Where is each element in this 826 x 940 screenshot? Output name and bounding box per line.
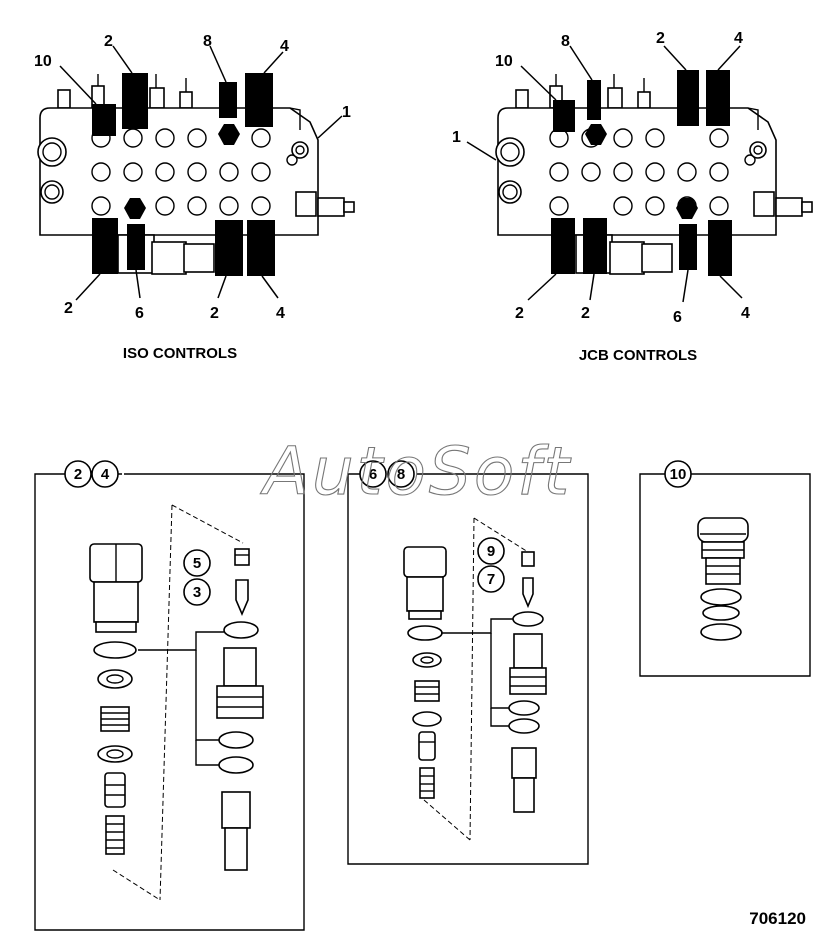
- panel-b-circle-8: [387, 460, 415, 488]
- panel-a-label-3: 3: [193, 584, 201, 601]
- jcb-callout-8: 8: [561, 33, 570, 50]
- jcb-controls-caption: JCB CONTROLS: [579, 347, 697, 364]
- iso-callout-2-bottom-left: 2: [64, 300, 73, 317]
- panel-a-label-4: 4: [101, 466, 110, 483]
- panel-b-label-6: 6: [369, 466, 377, 483]
- panel-c-label-10: 10: [670, 466, 687, 483]
- panel-a-label-2: 2: [74, 466, 82, 483]
- iso-valve-body: [37, 73, 355, 275]
- iso-callout-6: 6: [135, 305, 144, 322]
- iso-callout-2-top: 2: [104, 33, 113, 50]
- iso-callout-4-top: 4: [280, 38, 289, 55]
- jcb-callout-2-bottom-2: 2: [581, 305, 590, 322]
- panel-b-circle-7: [477, 565, 505, 593]
- jcb-valve-body: [495, 73, 813, 275]
- jcb-callout-2-top: 2: [656, 30, 665, 47]
- panel-a-circle-2: [64, 460, 92, 488]
- jcb-callout-1: 1: [452, 129, 461, 146]
- panel-b-label-9: 9: [487, 543, 495, 560]
- panel-c-circle-10: [664, 460, 692, 488]
- watermark: AutoSoft: [260, 433, 573, 510]
- panel-c-plug-10: [639, 460, 811, 677]
- iso-callout-lines: [59, 45, 343, 301]
- panel-a-relief-valve-2-4: [34, 460, 305, 931]
- iso-callout-1: 1: [342, 104, 351, 121]
- iso-callout-4-bottom: 4: [276, 305, 285, 322]
- iso-callout-8: 8: [203, 33, 212, 50]
- panel-b-label-7: 7: [487, 571, 495, 588]
- panel-a-circle-3: [183, 578, 211, 606]
- jcb-callout-4-bottom: 4: [741, 305, 750, 322]
- iso-callout-2-bottom-right: 2: [210, 305, 219, 322]
- panel-b-circle-9: [477, 537, 505, 565]
- iso-callout-10: 10: [34, 53, 52, 70]
- panel-a-circle-5: [183, 549, 211, 577]
- panel-b-label-8: 8: [397, 466, 405, 483]
- jcb-callout-lines: [466, 45, 743, 303]
- iso-controls-caption: ISO CONTROLS: [123, 345, 237, 362]
- jcb-valve-caps: [551, 70, 732, 276]
- figure-number: 706120: [749, 909, 806, 928]
- panel-b-relief-valve-6-8: [347, 460, 589, 865]
- panel-a-label-5: 5: [193, 555, 201, 572]
- jcb-callout-4-top: 4: [734, 30, 743, 47]
- panel-a-circle-4: [91, 460, 119, 488]
- panel-b-circle-6: [359, 460, 387, 488]
- jcb-callout-6: 6: [673, 309, 682, 326]
- jcb-callout-10: 10: [495, 53, 513, 70]
- jcb-callout-2-bottom-1: 2: [515, 305, 524, 322]
- iso-valve-caps: [92, 73, 275, 276]
